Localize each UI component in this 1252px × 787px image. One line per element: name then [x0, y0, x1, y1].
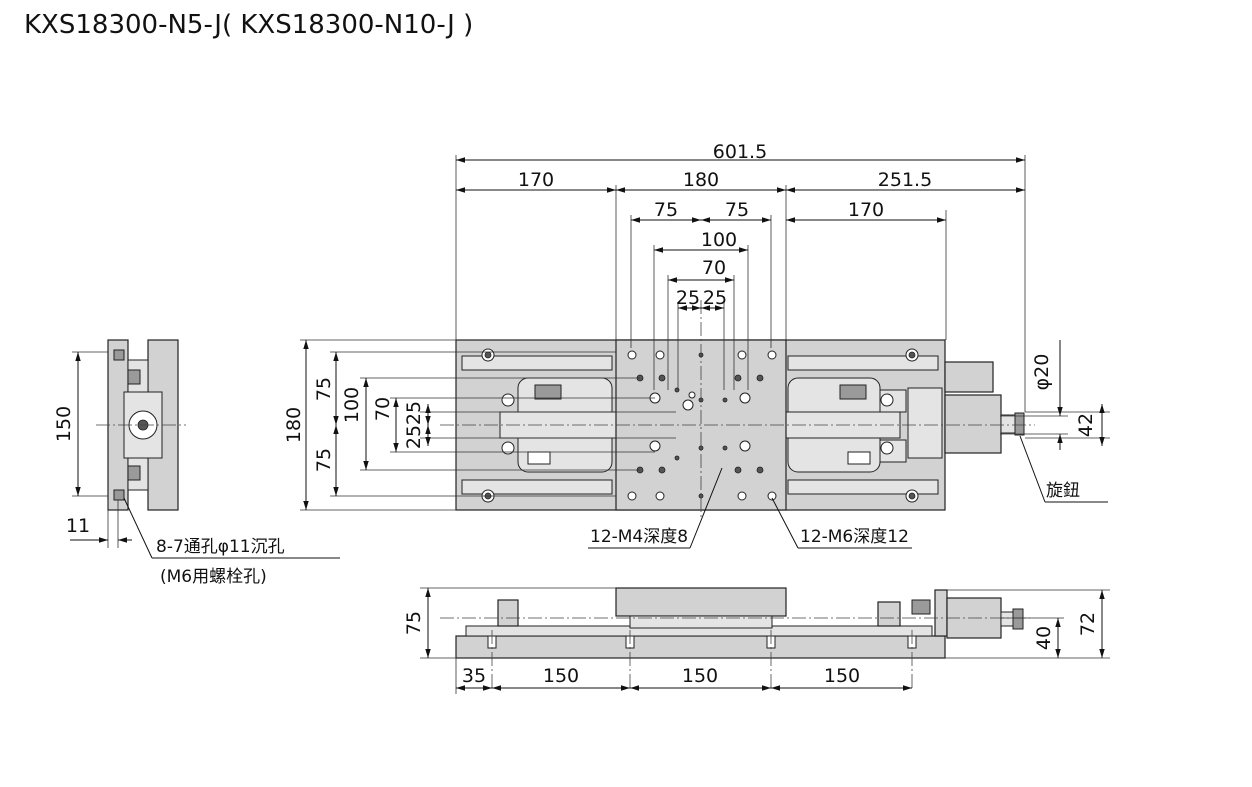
rail-bottom-right: [787, 479, 939, 495]
front-view: 75 35 150 150 150 40 72: [403, 587, 1110, 694]
front-base: [455, 635, 946, 659]
sensor-right: [847, 451, 871, 465]
dim-top-mid: 180: [683, 169, 719, 191]
mounting-holes: [481, 348, 919, 503]
knob-icon: [1014, 412, 1025, 436]
dim-top-left: 170: [518, 169, 554, 191]
front-end-block-right: [877, 601, 901, 627]
m4-callout: 12-M4深度8: [590, 527, 688, 547]
dim-25-left: 25: [676, 287, 700, 309]
dim-pitch-right: 75: [725, 199, 749, 221]
front-table: [615, 587, 787, 617]
dim-left-70: 70: [372, 397, 394, 421]
front-carriage: [629, 615, 773, 629]
dim-front-150-b: 150: [682, 665, 718, 687]
dim-front-150-c: 150: [824, 665, 860, 687]
stop-block-right: [839, 384, 867, 400]
rail-top-right: [787, 355, 939, 371]
front-end-block-left: [497, 599, 519, 627]
through-hole-callout: 8-7通孔φ11沉孔: [156, 537, 285, 557]
motor-connector: [944, 361, 994, 393]
dim-left-25-upper: 25: [403, 401, 425, 425]
motor-shaft: [1000, 414, 1016, 434]
dim-100: 100: [701, 229, 737, 251]
dim-front-40: 40: [1033, 626, 1055, 650]
dim-side-11: 11: [66, 515, 90, 537]
rail-bottom-left: [461, 479, 613, 495]
dim-phi20: φ20: [1031, 354, 1053, 391]
stepper-motor: [944, 394, 1002, 454]
rail-top-left: [461, 355, 613, 371]
dim-side-150: 150: [53, 406, 75, 442]
through-hole-note: (M6用螺栓孔): [160, 567, 267, 587]
dim-70: 70: [702, 257, 726, 279]
bearing-block: [907, 387, 943, 459]
dim-left-100: 100: [341, 387, 363, 423]
dim-left-75-lower: 75: [313, 448, 335, 472]
front-knob: [1012, 608, 1024, 630]
top-view: 601.5 170 180 251.5 75 75 170 100 70 25 …: [283, 141, 1110, 549]
dim-front-150-a: 150: [543, 665, 579, 687]
dim-left-180: 180: [283, 407, 305, 443]
m6-callout: 12-M6深度12: [800, 527, 909, 547]
dim-left-75-upper: 75: [313, 377, 335, 401]
front-motor-flange: [934, 589, 948, 637]
dim-front-35: 35: [462, 665, 486, 687]
dim-pitch-left: 75: [654, 199, 678, 221]
dim-42: 42: [1075, 413, 1097, 437]
dim-top-right: 251.5: [878, 169, 932, 191]
dim-overall: 601.5: [713, 141, 767, 163]
stop-block-left: [534, 384, 562, 400]
drawing-title: KXS18300-N5-J( KXS18300-N10-J ): [24, 10, 474, 40]
sensor-left: [527, 451, 551, 465]
side-view: 150 11 8-7通孔φ11沉孔 (M6用螺栓孔): [53, 339, 340, 587]
dim-25-right: 25: [703, 287, 727, 309]
dim-front-75: 75: [403, 611, 425, 635]
knob-label: 旋鈕: [1046, 481, 1080, 501]
dim-left-25-lower: 25: [403, 425, 425, 449]
dim-right-170: 170: [848, 199, 884, 221]
dim-front-72: 72: [1077, 612, 1099, 636]
